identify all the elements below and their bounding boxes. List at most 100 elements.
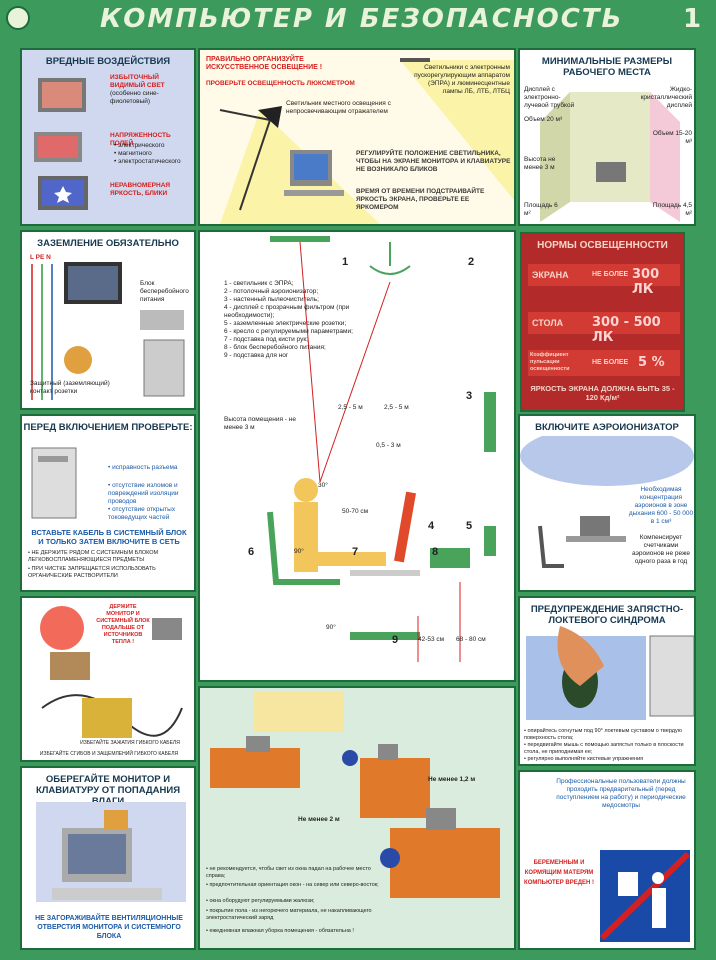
wrist-panel: ПРЕДУПРЕЖДЕНИЕ ЗАПЯСТНО-ЛОКТЕВОГО СИНДРО… bbox=[518, 596, 696, 766]
room-illustration bbox=[540, 92, 680, 222]
grounding-wires: L PE N bbox=[30, 254, 51, 261]
room-rule-3: • окна оборудуют регулируемыми жалюзи; bbox=[206, 898, 315, 904]
legend-4: 4 - дисплей с прозрачным фильтром (при н… bbox=[224, 304, 350, 319]
norm-table: СТОЛА bbox=[532, 318, 564, 328]
num-2: 2 bbox=[468, 256, 475, 268]
angle-90-a: 90° bbox=[294, 548, 304, 555]
wrist-rule-2: • передвигайте мышь с помощью запястья т… bbox=[524, 742, 684, 755]
room-rule-1: • не рекомендуется, чтобы свет из окна п… bbox=[206, 866, 371, 879]
page-number: 1 bbox=[683, 4, 702, 34]
wrist-rule-1: • опирайтесь согнутым под 90° локтевым с… bbox=[524, 728, 682, 741]
page-title: КОМПЬЮТЕР И БЕЗОПАСНОСТЬ bbox=[100, 4, 624, 34]
norm-screen: ЭКРАНА bbox=[532, 270, 569, 280]
heat-keep: ДЕРЖИТЕ МОНИТОР И СИСТЕМНЫЙ БЛОК ПОДАЛЬШ… bbox=[96, 604, 150, 645]
medical-text: Профессиональные пользователи должны про… bbox=[556, 778, 686, 809]
center-legend: 1 - светильник с ЭПРА; 2 - потолочный аэ… bbox=[224, 280, 374, 360]
num-8: 8 bbox=[432, 546, 439, 558]
num-3: 3 bbox=[466, 390, 473, 402]
harmful-item-1-sub: (особенно сине-фиолетовый) bbox=[110, 90, 159, 105]
moisture-vent: НЕ ЗАГОРАЖИВАЙТЕ ВЕНТИЛЯЦИОННЫЕ ОТВЕРСТИ… bbox=[35, 915, 183, 940]
grounding-title: ЗАЗЕМЛЕНИЕ ОБЯЗАТЕЛЬНО bbox=[37, 238, 179, 249]
room-illustration-2 bbox=[210, 692, 500, 898]
legend-6: 6 - кресло с регулируемыми параметрами; bbox=[224, 328, 353, 335]
room-distance-1: Не менее 1,2 м bbox=[428, 776, 476, 783]
room-panel: Не менее 1,2 м Не менее 2 м • не рекомен… bbox=[198, 686, 516, 950]
lighting-tip-1: РЕГУЛИРУЙТЕ ПОЛОЖЕНИЕ СВЕТИЛЬНИКА, ЧТОБЫ… bbox=[356, 150, 511, 173]
legend-8: 8 - блок бесперебойного питания; bbox=[224, 344, 326, 351]
norms-title: НОРМЫ ОСВЕЩЕННОСТИ bbox=[537, 240, 668, 251]
harmful-item-2c: • электростатического bbox=[114, 158, 181, 165]
ionizer-title: ВКЛЮЧИТЕ АЭРОИОНИЗАТОР bbox=[535, 422, 679, 433]
harmful-item-2: НАПРЯЖЕННОСТЬ ПОЛЕЙ bbox=[110, 132, 171, 147]
harmful-item-2a: • электрического bbox=[114, 142, 165, 149]
height-1: 42-53 см bbox=[418, 636, 445, 643]
angle-30: 30° bbox=[318, 482, 328, 489]
num-6: 6 bbox=[248, 546, 255, 558]
ionizer-need: Необходимая концентрация аэроионов в зон… bbox=[628, 486, 694, 525]
workspace-vol1: Объем 20 м³ bbox=[524, 116, 563, 123]
norm-screen-row: ЭКРАНА НЕ БОЛЕЕ 300 ЛК bbox=[528, 264, 680, 297]
norm-pulse-big: 5 % bbox=[638, 355, 665, 370]
before-cable: ВСТАВЬТЕ КАБЕЛЬ В СИСТЕМНЫЙ БЛОК И ТОЛЬК… bbox=[31, 528, 187, 546]
legend-9: 9 - подставка для ног bbox=[224, 352, 289, 359]
lighting-lamps: Светильники с электронным пускорегулирую… bbox=[414, 64, 510, 95]
angle-90-b: 90° bbox=[326, 624, 336, 631]
norm-pulse-row: Коэффициент пульсации освещенности НЕ БО… bbox=[528, 350, 680, 376]
harmful-panel: ВРЕДНЫЕ ВОЗДЕЙСТВИЯ ИЗБЫТОЧНЫЙ ВИДИМЫЙ С… bbox=[20, 48, 196, 226]
workspace-height: Высота не менее 3 м bbox=[524, 156, 556, 171]
room-distance-2: Не менее 2 м bbox=[298, 816, 340, 823]
workspace-lcd: Жидко-кристаллический дисплей bbox=[640, 86, 692, 109]
norm-pulse: Коэффициент пульсации освещенности bbox=[530, 352, 570, 372]
ionizer-comp: Компенсирует счетчиками аэроионов не реж… bbox=[631, 534, 690, 565]
grounding-illustration bbox=[31, 262, 185, 400]
system-unit-icon bbox=[31, 447, 77, 519]
ionizer-illustration bbox=[520, 436, 694, 568]
distance-3: 0,5 - 3 м bbox=[376, 442, 401, 449]
room-rule-5: • ежедневная влажная уборка помещения - … bbox=[206, 928, 354, 934]
wrist-rule-3: • регулярно выполняйте кистевые упражнен… bbox=[524, 756, 644, 762]
before-note-2: • ПРИ ЧИСТКЕ ЗАПРЕЩАЕТСЯ ИСПОЛЬЗОВАТЬ ОР… bbox=[28, 566, 156, 579]
harmful-title: ВРЕДНЫЕ ВОЗДЕЙСТВИЯ bbox=[45, 56, 171, 67]
check-2: • отсутствие изломов и повреждений изоля… bbox=[108, 482, 179, 505]
norm-brightness: ЯРКОСТЬ ЭКРАНА ДОЛЖНА БЫТЬ 35 - 120 Кд/м… bbox=[530, 384, 675, 402]
heat-panel: ДЕРЖИТЕ МОНИТОР И СИСТЕМНЫЙ БЛОК ПОДАЛЬШ… bbox=[20, 596, 196, 762]
heater-illustration bbox=[40, 606, 183, 738]
height-2: 68 - 80 см bbox=[456, 636, 486, 643]
norm-pulse-v: НЕ БОЛЕЕ bbox=[592, 359, 629, 366]
norms-panel: НОРМЫ ОСВЕЩЕННОСТИ ЭКРАНА НЕ БОЛЕЕ 300 Л… bbox=[520, 232, 685, 412]
legend-5: 5 - заземленные электрические розетки; bbox=[224, 320, 347, 327]
heat-cable: ИЗБЕГАЙТЕ ЗАЖАТИЯ ГИБКОГО КАБЕЛЯ bbox=[80, 740, 180, 746]
before-note-1: • НЕ ДЕРЖИТЕ РЯДОМ С СИСТЕМНЫМ БЛОКОМ ЛЕ… bbox=[28, 550, 159, 563]
before-title: ПЕРЕД ВКЛЮЧЕНИЕМ ПРОВЕРЬТЕ: bbox=[23, 422, 193, 433]
room-height-label: Высота помещения - не менее 3 м bbox=[224, 416, 296, 431]
check-3: • отсутствие открытых токоведущих частей bbox=[108, 506, 176, 521]
lighting-title: ПРАВИЛЬНО ОРГАНИЗУЙТЕ ИСКУССТВЕННОЕ ОСВЕ… bbox=[206, 56, 323, 71]
grounding-socket: Защитный (заземляющий) контакт розетки bbox=[30, 380, 110, 395]
check-1: • исправность разъема bbox=[108, 464, 178, 471]
moisture-title: ОБЕРЕГАЙТЕ МОНИТОР И КЛАВИАТУРУ ОТ ПОПАД… bbox=[35, 774, 181, 807]
harmful-item-3: НЕРАВНОМЕРНАЯ ЯРКОСТЬ, БЛИКИ bbox=[110, 182, 171, 197]
lighting-panel: ПРАВИЛЬНО ОРГАНИЗУЙТЕ ИСКУССТВЕННОЕ ОСВЕ… bbox=[198, 48, 516, 226]
monitors-illustration bbox=[34, 78, 88, 210]
norm-screen-big: 300 ЛК bbox=[632, 267, 660, 297]
no-pregnant-sign-icon bbox=[599, 850, 691, 942]
distance-2: 2,5 - 5 м bbox=[384, 404, 409, 411]
grounding-ups: Блок бесперебойного питания bbox=[140, 280, 189, 303]
workspace-title: МИНИМАЛЬНЫЕ РАЗМЕРЫ РАБОЧЕГО МЕСТА bbox=[541, 56, 673, 78]
distance-1: 2,5 - 5 м bbox=[338, 404, 363, 411]
wrist-title: ПРЕДУПРЕЖДЕНИЕ ЗАПЯСТНО-ЛОКТЕВОГО СИНДРО… bbox=[530, 604, 684, 626]
grounding-panel: ЗАЗЕМЛЕНИЕ ОБЯЗАТЕЛЬНО L PE N Блок беспе… bbox=[20, 230, 196, 410]
center-panel: 1 - светильник с ЭПРА; 2 - потолочный аэ… bbox=[198, 230, 516, 682]
workspace-panel: МИНИМАЛЬНЫЕ РАЗМЕРЫ РАБОЧЕГО МЕСТА Диспл… bbox=[518, 48, 696, 226]
workspace-area2: Площадь 4,5 м² bbox=[652, 202, 692, 217]
num-5: 5 bbox=[466, 520, 473, 532]
legend-7: 7 - подставка под кисти рук; bbox=[224, 336, 308, 343]
medical-pregnant: БЕРЕМЕННЫМ И КОРМЯЩИМ МАТЕРЯМ КОМПЬЮТЕР … bbox=[524, 860, 594, 886]
num-9: 9 bbox=[392, 634, 399, 646]
harmful-item-2b: • магнитного bbox=[114, 150, 152, 157]
num-4: 4 bbox=[428, 520, 435, 532]
eye-distance: 50-70 см bbox=[342, 508, 369, 515]
moisture-panel: ОБЕРЕГАЙТЕ МОНИТОР И КЛАВИАТУРУ ОТ ПОПАД… bbox=[20, 766, 196, 950]
light-beam bbox=[219, 58, 514, 224]
